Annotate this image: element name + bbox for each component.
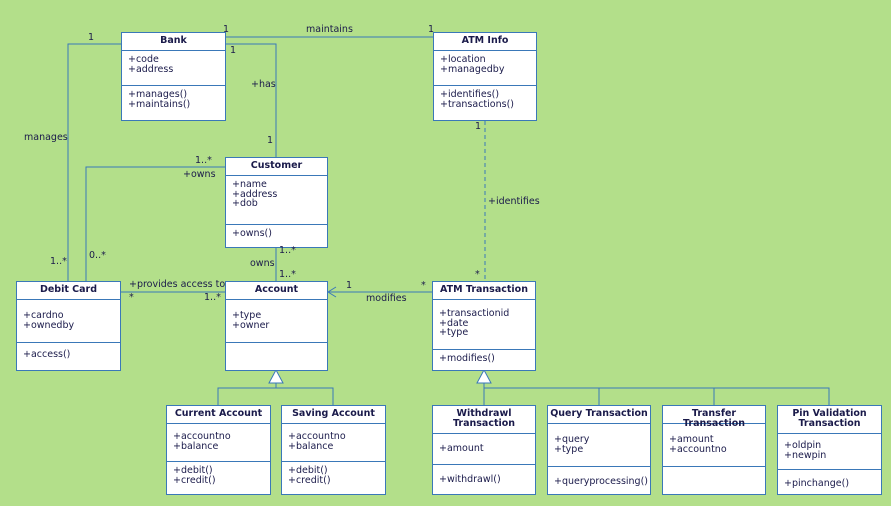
modifies-arrowhead — [327, 286, 337, 298]
class-name: Current Account — [167, 406, 270, 424]
operations-section: +pinchange() — [784, 478, 850, 489]
attributes-section: +cardno +ownedby — [17, 300, 120, 343]
class-account: Account +type +owner — [225, 281, 328, 371]
has-label: +has — [251, 79, 276, 90]
class-name: Saving Account — [282, 406, 385, 424]
attributes-section: +amount — [433, 434, 535, 465]
class-customer: Customer +name +address +dob +owns() — [225, 157, 328, 248]
owns-card-customer-multiplicity: 1..* — [195, 155, 212, 166]
attributes-section: +accountno +balance — [167, 424, 270, 462]
class-name: Account — [226, 282, 327, 300]
provides-access-label: +provides access to — [129, 279, 226, 290]
operations-section — [226, 343, 327, 351]
manages-card-multiplicity: 1..* — [50, 256, 67, 267]
operations-section — [663, 467, 765, 475]
attributes-section: +query +type — [548, 424, 650, 467]
operations-section: +access() — [23, 349, 71, 360]
owns-card-card-multiplicity: 0..* — [89, 250, 106, 261]
class-withdrawl-transaction: Withdrawl Transaction +amount +withdrawl… — [432, 405, 536, 495]
maintains-atm-multiplicity: 1 — [428, 24, 435, 35]
class-name: Withdrawl Transaction — [433, 406, 535, 434]
maintains-bank-multiplicity: 1 — [223, 24, 230, 35]
account-generalization-triangle — [268, 368, 284, 384]
owns-card-role-label: +owns — [183, 169, 216, 180]
has-customer-multiplicity: 1 — [267, 135, 274, 146]
maintains-label: maintains — [306, 24, 353, 35]
class-name: ATM Transaction — [433, 282, 535, 300]
operations-section: +queryprocessing() — [554, 476, 648, 487]
modifies-tx-multiplicity: * — [421, 280, 426, 291]
operations-section: +manages() +maintains() — [128, 89, 191, 110]
class-pin-validation-transaction: Pin Validation Transaction +oldpin +newp… — [777, 405, 882, 495]
has-bank-multiplicity: 1 — [230, 45, 237, 56]
identifies-label: +identifies — [488, 196, 540, 207]
account-generalization-line — [217, 387, 334, 405]
operations-section: +debit() +credit() — [173, 465, 216, 486]
manages-line — [67, 43, 121, 281]
class-name: Debit Card — [17, 282, 120, 300]
identifies-tx-multiplicity: * — [475, 269, 480, 280]
attributes-section: +accountno +balance — [282, 424, 385, 462]
class-name: Bank — [122, 33, 225, 51]
owns-account-customer-multiplicity: 1..* — [279, 245, 296, 256]
class-name: Query Transaction — [548, 406, 650, 424]
manages-label: manages — [24, 132, 68, 143]
attributes-section: +code +address — [122, 51, 225, 86]
provides-card-multiplicity: * — [129, 292, 134, 303]
attributes-section: +oldpin +newpin — [778, 434, 881, 470]
class-atm-info: ATM Info +location +managedby +identifie… — [433, 32, 537, 121]
class-bank: Bank +code +address +manages() +maintain… — [121, 32, 226, 121]
manages-bank-multiplicity: 1 — [88, 32, 95, 43]
attributes-section: +amount +accountno — [663, 424, 765, 467]
attributes-section: +location +managedby — [434, 51, 536, 86]
class-name: ATM Info — [434, 33, 536, 51]
class-transfer-transaction: Transfer Transaction +amount +accountno — [662, 405, 766, 495]
class-saving-account: Saving Account +accountno +balance +debi… — [281, 405, 386, 495]
attributes-section: +transactionid +date +type — [433, 300, 535, 350]
operations-section: +identifies() +transactions() — [440, 89, 514, 110]
operations-section: +debit() +credit() — [288, 465, 331, 486]
class-query-transaction: Query Transaction +query +type +querypro… — [547, 405, 651, 495]
has-line — [226, 43, 277, 157]
attributes-section: +type +owner — [226, 300, 327, 343]
transaction-generalization-triangle — [476, 368, 492, 384]
modifies-account-multiplicity: 1 — [346, 280, 353, 291]
class-name: Transfer Transaction — [663, 406, 765, 429]
operations-section: +withdrawl() — [439, 474, 501, 485]
class-debit-card: Debit Card +cardno +ownedby +access() — [16, 281, 121, 371]
attributes-section: +name +address +dob — [226, 176, 327, 225]
owns-account-label: owns — [250, 258, 275, 269]
identifies-atm-multiplicity: 1 — [475, 121, 482, 132]
operations-section: +modifies() — [439, 353, 495, 364]
owns-card-line — [85, 166, 225, 281]
class-current-account: Current Account +accountno +balance +deb… — [166, 405, 271, 495]
modifies-label: modifies — [366, 293, 407, 304]
operations-section: +owns() — [232, 228, 272, 239]
class-name: Customer — [226, 158, 327, 176]
transaction-generalization-line — [483, 387, 830, 405]
provides-account-multiplicity: 1..* — [204, 292, 221, 303]
class-atm-transaction: ATM Transaction +transactionid +date +ty… — [432, 281, 536, 371]
owns-account-account-multiplicity: 1..* — [279, 269, 296, 280]
class-name: Pin Validation Transaction — [778, 406, 881, 434]
